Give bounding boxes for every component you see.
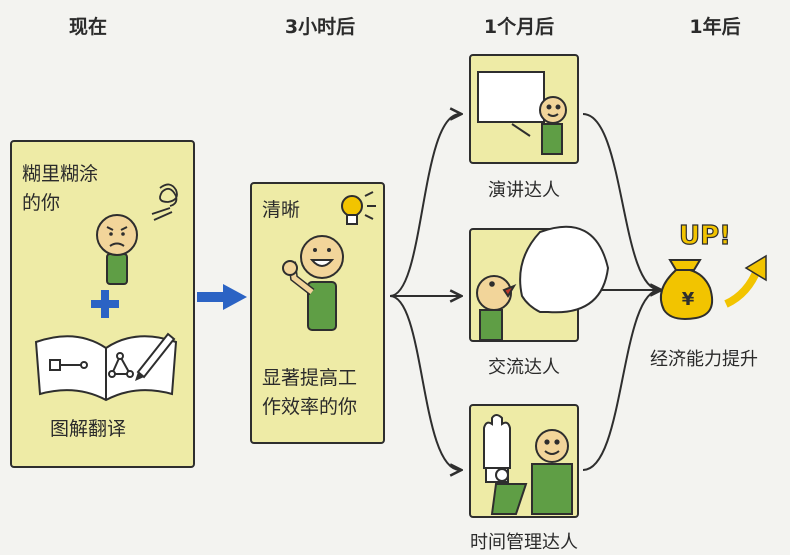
confident-person-icon <box>282 235 344 331</box>
transition-arrow-icon <box>197 284 247 310</box>
open-book-icon <box>34 335 178 402</box>
time-manager-caption: 时间管理达人 <box>470 532 578 553</box>
now-title-line1: 糊里糊涂 <box>22 163 99 185</box>
presenter-caption: 演讲达人 <box>488 180 560 201</box>
header-3-hours: 3小时后 <box>284 16 356 38</box>
header-1-month: 1个月后 <box>483 16 555 38</box>
pen-icon <box>135 332 176 381</box>
now-book-caption: 图解翻译 <box>50 418 127 440</box>
rising-arrow-icon <box>724 254 767 308</box>
plus-icon <box>91 290 119 318</box>
economy-caption: 经济能力提升 <box>650 349 758 370</box>
communicator-caption: 交流达人 <box>488 357 560 378</box>
header-now: 现在 <box>68 16 107 38</box>
time-manager-icon <box>483 414 573 515</box>
confused-squiggle-icon <box>151 183 178 221</box>
money-bag-icon: ¥ <box>660 259 714 320</box>
up-label: UP! <box>679 221 731 251</box>
confused-person-icon <box>96 214 138 285</box>
three-hours-body-line1: 显著提高工 <box>262 367 358 389</box>
three-hours-title: 清晰 <box>262 199 301 221</box>
currency-symbol: ¥ <box>682 289 695 310</box>
presenter-icon <box>477 71 567 155</box>
header-1-year: 1年后 <box>689 16 741 38</box>
three-hours-body-line2: 作效率的你 <box>262 396 358 418</box>
now-title-line2: 的你 <box>22 192 61 214</box>
communicator-icon <box>476 225 610 341</box>
lightbulb-icon <box>341 191 376 225</box>
branch-connectors <box>389 114 660 470</box>
